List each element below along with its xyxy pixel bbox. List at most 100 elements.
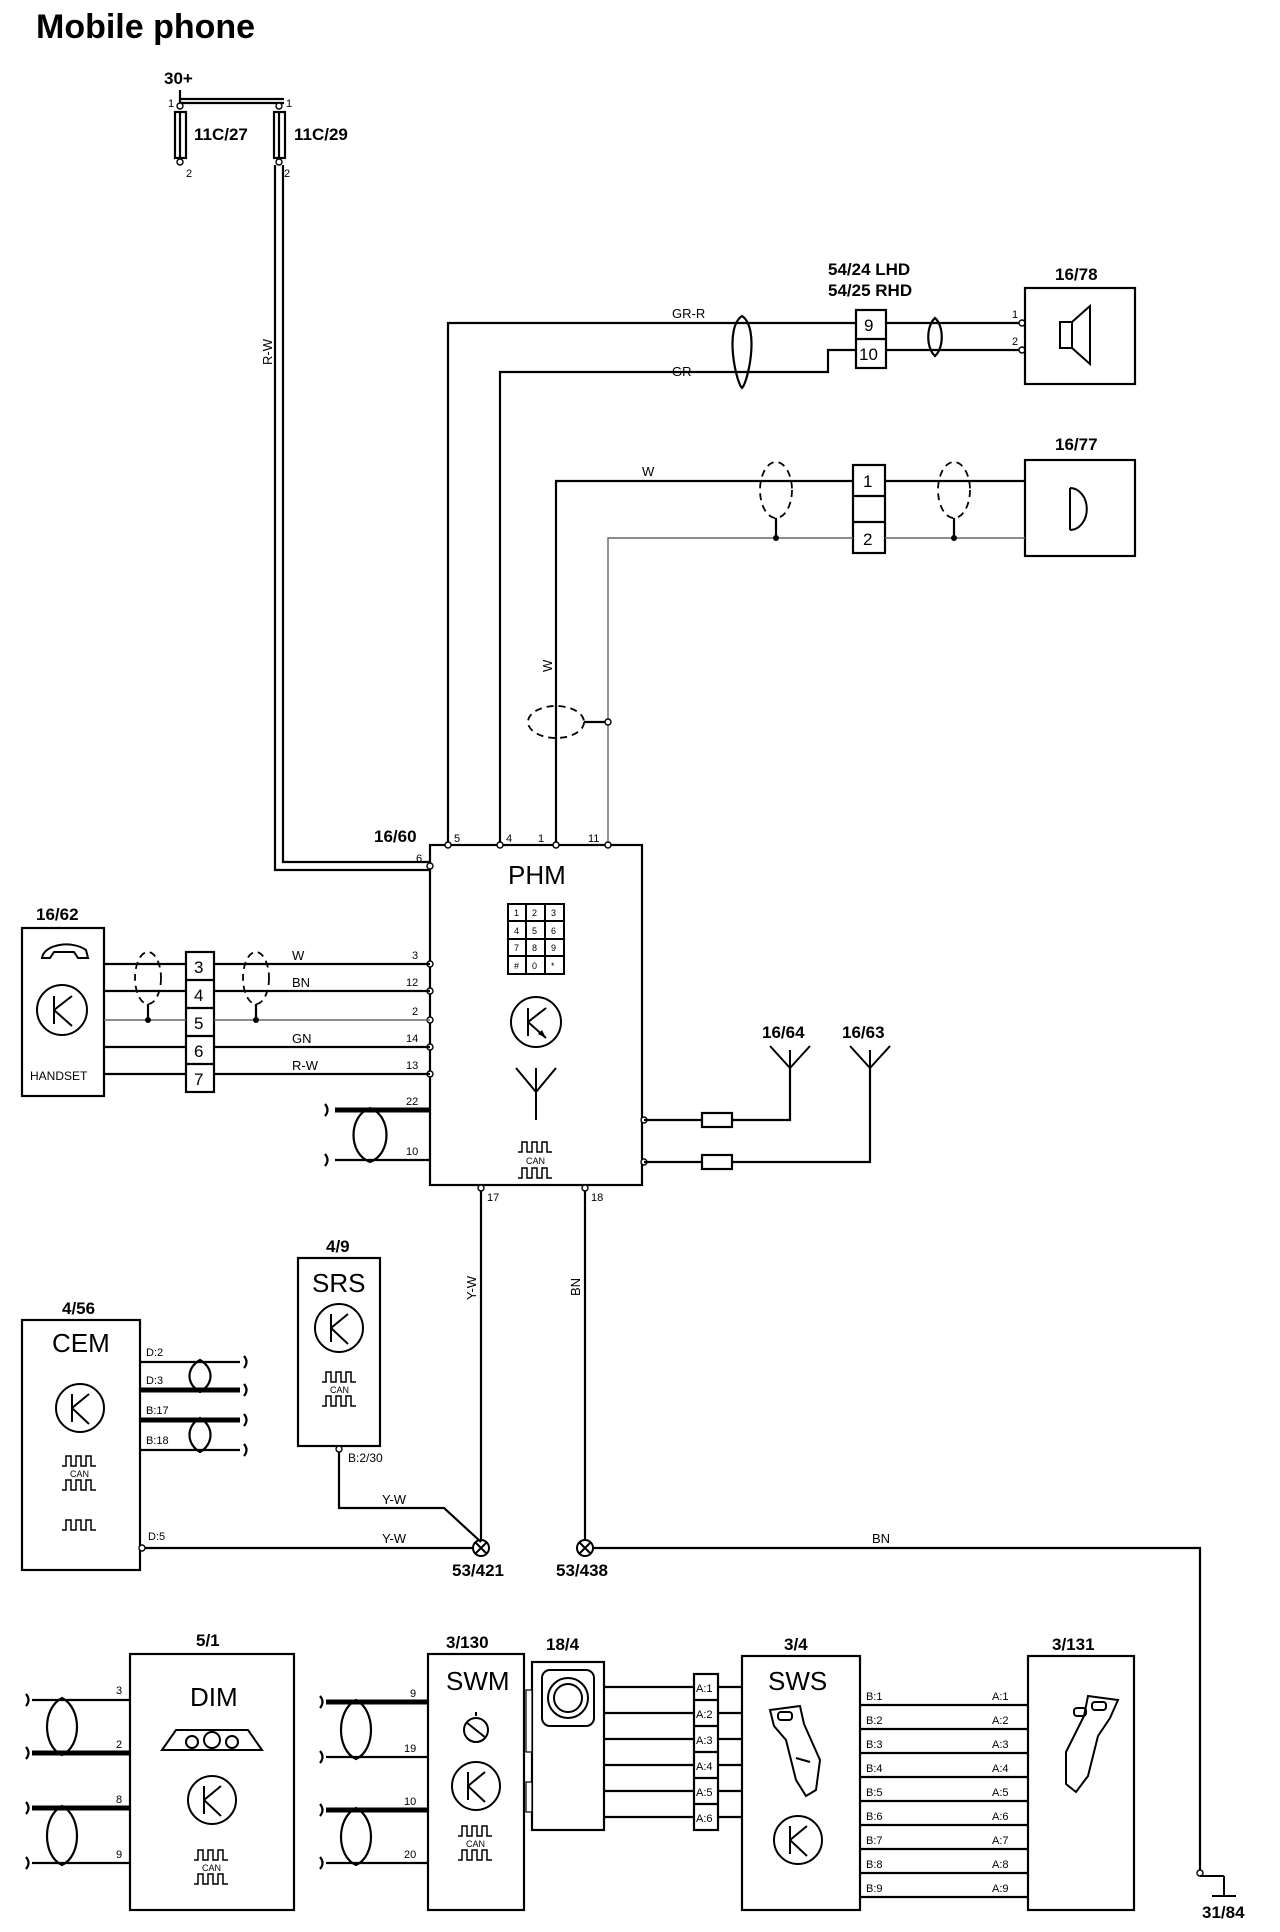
sws-id: 3/4 [784,1635,808,1654]
keypad-key-8: 8 [532,943,537,953]
steering-switch-icon [768,1704,822,1798]
srs-module: 4/9 SRS CAN B:2/30 Y-W [296,1237,482,1543]
handset-wire-gn: GN [292,1031,312,1046]
handset-wire-r-w: R-W [292,1058,319,1073]
keypad-key-3: 3 [551,908,556,918]
microphone-id: 16/77 [1055,435,1098,454]
supply-wire-label: R-W [260,338,275,365]
sws-a-pin-6: A:6 [696,1813,713,1825]
dim-pin-8: 8 [116,1794,122,1806]
handset-wire-bn: BN [292,975,310,990]
microphone-circuit: 16/77 1 2 W W [527,435,1137,845]
speaker-twist-icon [731,314,753,390]
speaker-connector-alt-label: 54/25 RHD [828,281,912,300]
phm-pin-14: 14 [406,1033,418,1045]
keypad-key-0: 0 [532,961,537,971]
swm-pin-9: 9 [410,1688,416,1700]
phm-can-twist-icon [352,1106,388,1164]
handset-id: 16/62 [36,905,79,924]
ground-icon [1200,1875,1236,1897]
phm-pin-1: 1 [538,833,544,845]
microphone-wire-w: W [642,464,655,479]
switch-3-131-pin-1: A:1 [992,1691,1009,1703]
microphone-box [1023,458,1137,558]
dim-id: 5/1 [196,1631,220,1650]
antenna-16-63-icon [849,1045,891,1069]
swm-pin-10: 10 [404,1796,416,1808]
splice-left-label: 53/421 [452,1561,504,1580]
keypad-key-1: 1 [514,908,519,918]
phm-antenna-icon [515,1067,557,1120]
microphone-wire-w-vertical: W [540,659,555,672]
cem-twist-2-icon [188,1416,212,1454]
switch-3-131-pin-4: A:4 [992,1763,1009,1775]
swm-module: 3/130 SWM CAN 9 19 10 20 [319,1633,526,1912]
page-title: Mobile phone [36,8,255,46]
antenna-id-16-63: 16/63 [842,1023,885,1042]
swm-pin-20: 20 [404,1849,416,1861]
phm-pin-22: 22 [406,1096,418,1108]
speaker-circuit: 54/24 LHD 54/25 RHD 9 10 GR-R GR 1 2 16/… [446,260,1137,845]
swm-pin-19: 19 [404,1743,416,1755]
antenna-connector-1 [700,1111,734,1129]
power-supply: 30+ 1 1 11C/27 2 11C/29 2 R-W [164,69,430,872]
dim-box [128,1652,296,1912]
cem-twist-1-icon [188,1358,212,1394]
speaker-term-pin-1: 1 [1012,309,1018,321]
clockspring: 18/4 [525,1635,606,1832]
switch-3-131-pin-3: A:3 [992,1739,1009,1751]
phm-id: 16/60 [374,827,417,846]
fuse-b-pin2: 2 [284,168,290,180]
keypad-key-hash: # [514,961,519,971]
speaker-connector-pin-10: 10 [859,345,878,364]
swm-transistor-icon [451,1761,501,1811]
srs-transistor-icon [314,1303,364,1353]
cem-pin-d5: D:5 [148,1531,165,1543]
handset-circuit: 16/62 HANDSET 3 4 5 6 7 [20,905,430,1098]
keypad-key-2: 2 [532,908,537,918]
switch-3-131-pin-8: A:8 [992,1859,1009,1871]
switch-3-131-pin-9: A:9 [992,1883,1009,1895]
microphone-connector-pin-2: 2 [863,530,872,549]
dim-twist-2-icon [45,1804,79,1867]
swm-twist-2-icon [339,1806,373,1867]
cem-pin-b18: B:18 [146,1435,169,1447]
phm-pin-18: 18 [591,1192,603,1204]
cem-module: 4/56 CEM CAN D:2 D:3 B:17 B:18 [20,1299,474,1572]
dim-transistor-icon [187,1775,237,1825]
speaker-twist2-icon [927,316,943,358]
srs-wire-label: Y-W [382,1492,407,1507]
steering-wheel-icon [463,1712,489,1743]
swm-can-label: CAN [466,1839,485,1849]
antenna-16-64-icon [769,1045,811,1069]
sws-a-pin-2: A:2 [696,1709,713,1721]
cem-pin-d2: D:2 [146,1347,163,1359]
cem-transistor-icon [55,1383,105,1433]
dim-pin-2: 2 [116,1739,122,1751]
sws-transistor-icon [773,1815,823,1865]
phm-pin18-wire-label: BN [568,1278,583,1296]
phm-pin-5: 5 [454,833,460,845]
dim-pin-9: 9 [116,1849,122,1861]
switch-3-131-id: 3/131 [1052,1635,1095,1654]
phm-module: 16/60 PHM 5 4 1 11 6 3 12 2 14 13 22 10 [374,827,648,1204]
phm-pin-4: 4 [506,833,512,845]
sws-b-pin-4: B:4 [866,1763,883,1775]
handset-label: HANDSET [30,1069,88,1083]
switch-3-131-pin-5: A:5 [992,1787,1009,1799]
switch-3-131-box [1026,1654,1136,1912]
sws-a-pin-3: A:3 [696,1735,713,1747]
speaker-id: 16/78 [1055,265,1098,284]
switch-3-131-pin-6: A:6 [992,1811,1009,1823]
handset-screen-right [242,951,270,1005]
dim-pin-3: 3 [116,1685,122,1697]
instrument-cluster-icon [160,1729,264,1751]
speaker-wire-gr-r: GR-R [672,306,705,321]
cem-name: CEM [52,1328,110,1358]
cem-wire-label: Y-W [382,1531,407,1546]
phm-transistor-icon [510,996,562,1048]
speaker-icon [1059,303,1091,367]
phm-can-label: CAN [526,1156,545,1166]
handset-connector-pin-7: 7 [194,1070,203,1089]
srs-pin: B:2/30 [348,1451,383,1465]
